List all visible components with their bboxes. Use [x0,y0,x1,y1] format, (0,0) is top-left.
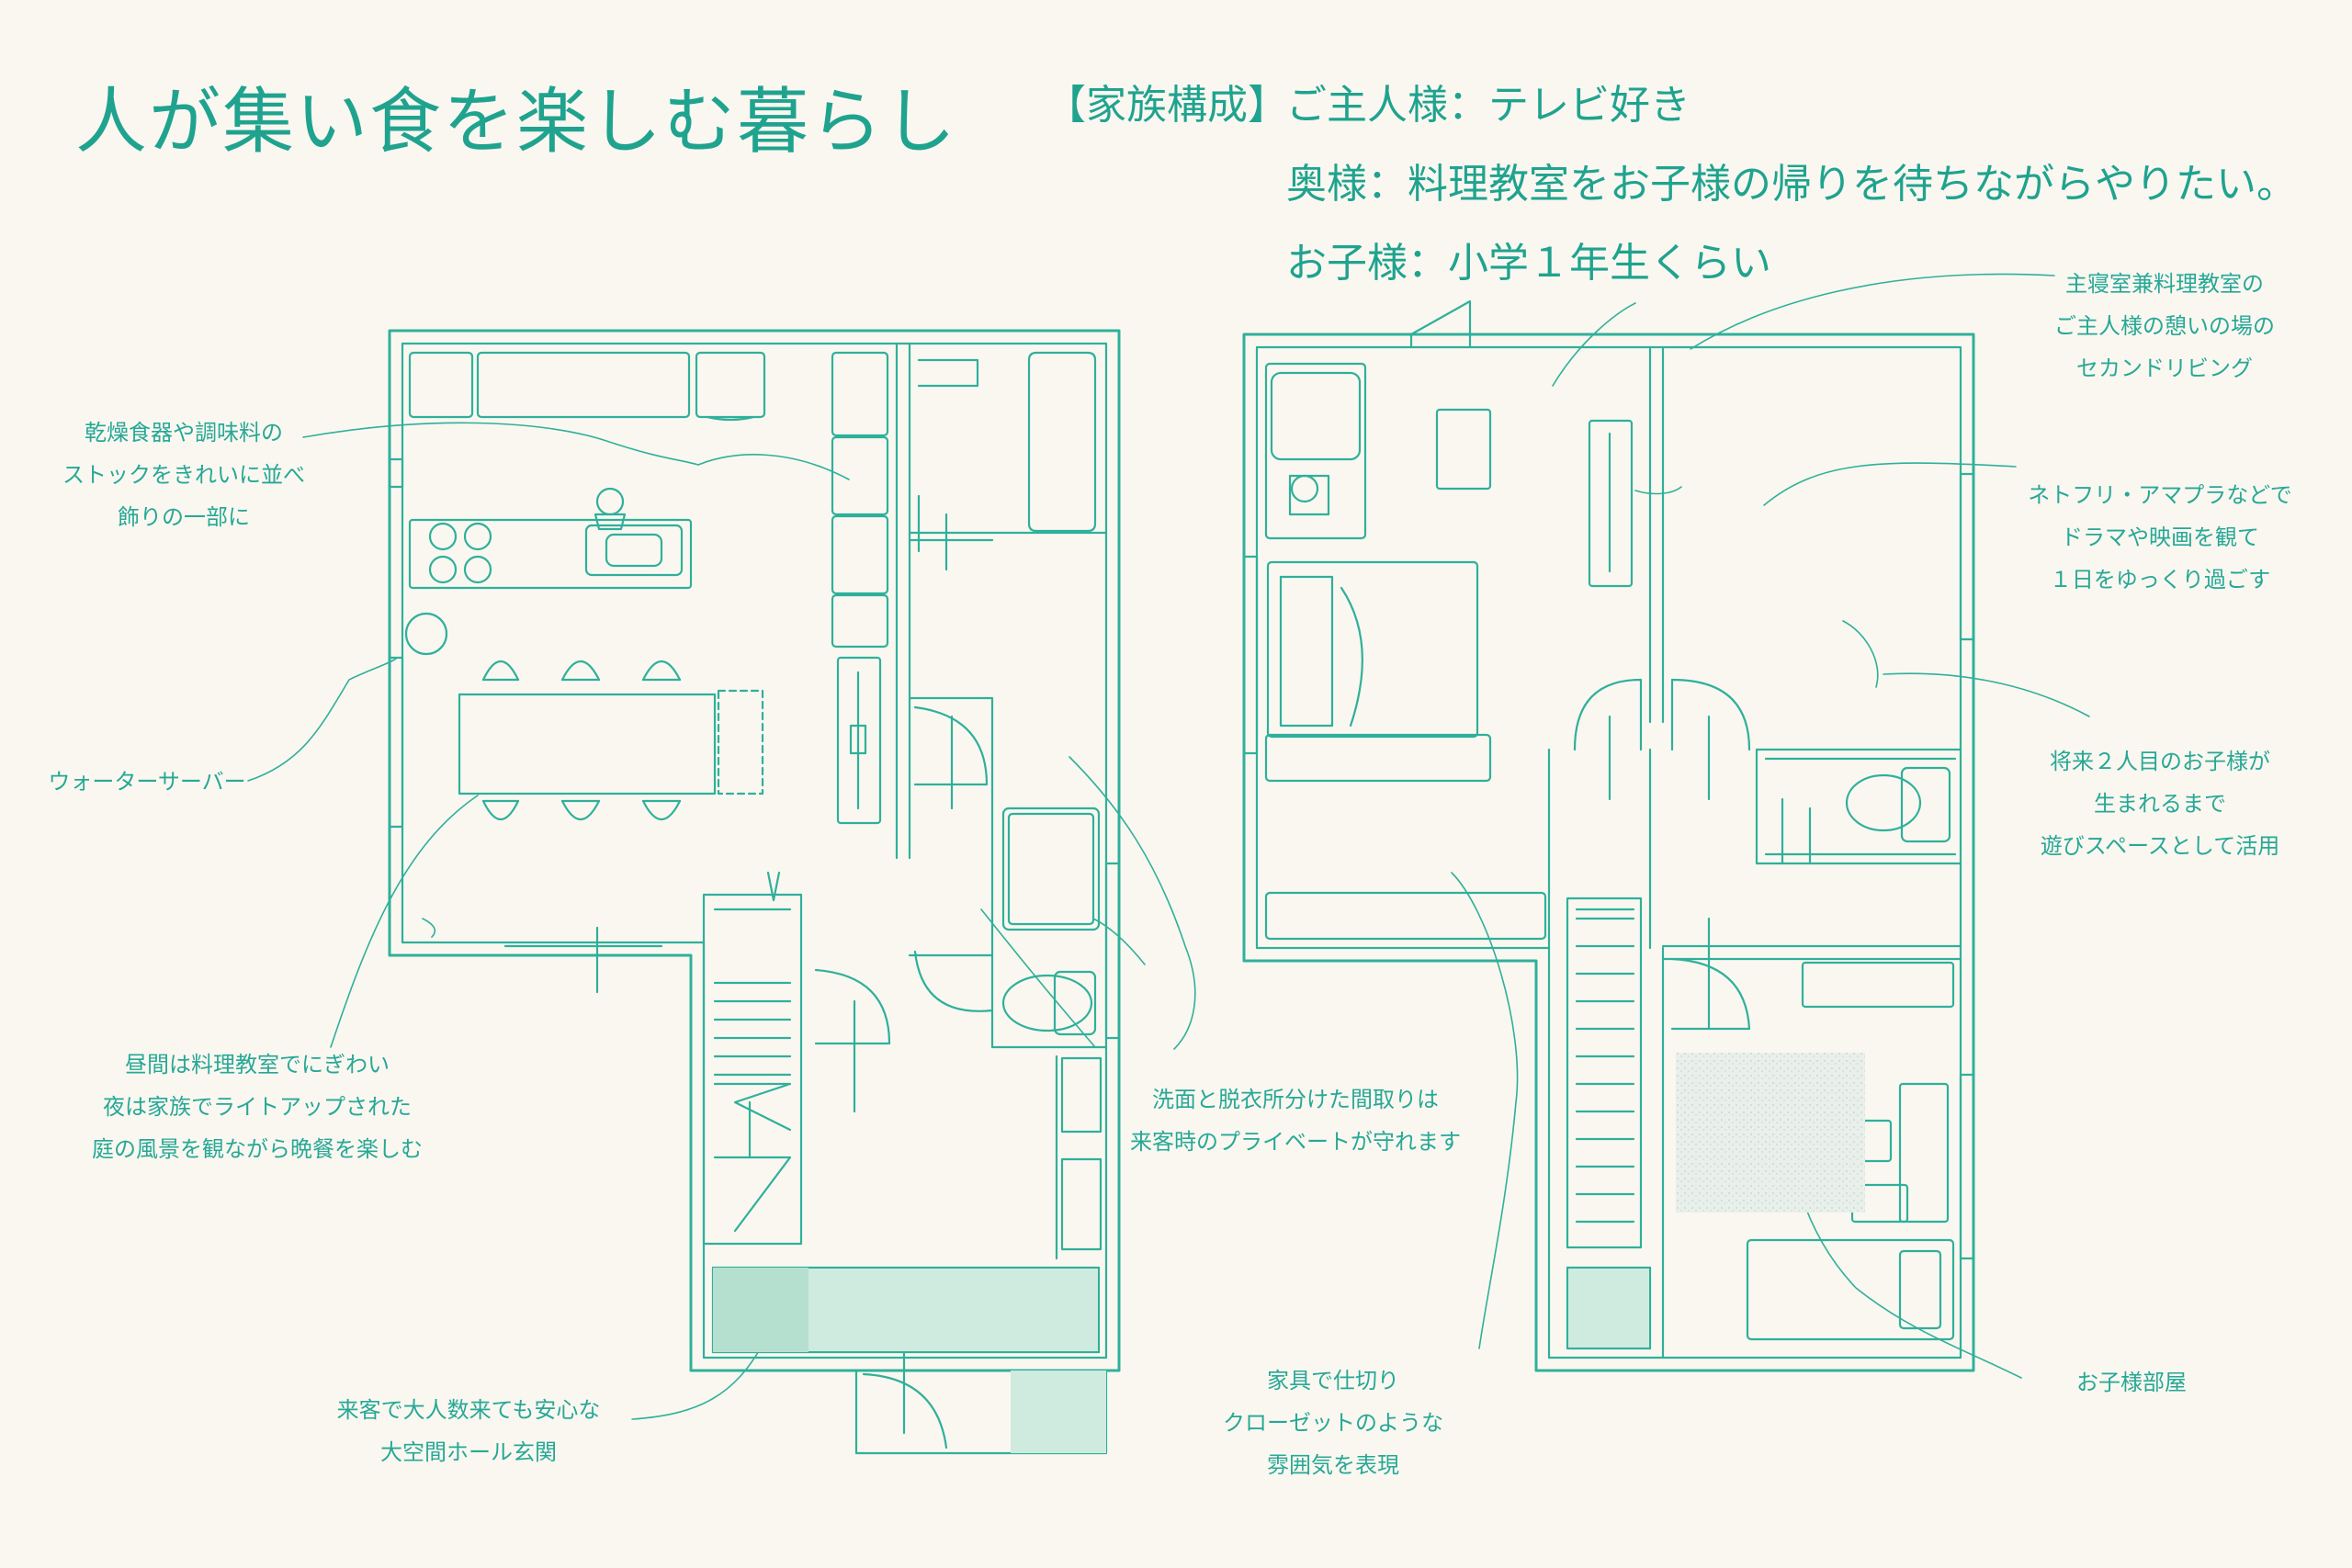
note-daytime-cooking-class: 昼間は料理教室でにぎわい 夜は家族でライトアップされた 庭の風景を観ながら晩餐を… [92,1052,423,1162]
page-title: 人が集い食を楽しむ暮らし [75,81,958,164]
note-future-child: 将来２人目のお子様が 生まれるまで 遊びスペースとして活用 [2040,749,2280,859]
second-floor-plan [1242,299,1975,1372]
family-member-child: お子様：小学１年生くらい [1286,240,1771,287]
note-water-server: ウォーターサーバー [48,769,246,795]
note-kids-room: お子様部屋 [2076,1370,2187,1395]
note-furniture-partition: 家具で仕切り クローゼットのような 雰囲気を表現 [1223,1368,1443,1478]
note-master-bedroom: 主寝室兼料理教室の ご主人様の憩いの場の セカンドリビング [2054,271,2275,381]
annotation-leader-lines [247,273,2090,1420]
note-entrance-hall: 来客で大人数来ても安心な 大空間ホール玄関 [336,1397,601,1465]
family-composition: 【家族構成】 ご主人様：テレビ好き 奥様：料理教室をお子様の帰りを待ちながらやり… [1046,66,2297,303]
floor-tiles [712,1053,1865,1453]
family-member-wife: 奥様：料理教室をお子様の帰りを待ちながらやりたい。 [1286,161,2297,208]
family-label: 【家族構成】 [1046,82,1288,129]
note-washroom: 洗面と脱衣所分けた間取りは 来客時のプライベートが守れます [1130,1087,1461,1155]
note-streaming: ネトフリ・アマプラなどで ドラマや映画を観て １日をゆっくり過ごす [2028,482,2292,592]
note-pantry: 乾燥食器や調味料の ストックをきれいに並べ 飾りの一部に [62,420,305,530]
family-member-husband: ご主人様：テレビ好き [1286,82,1690,129]
